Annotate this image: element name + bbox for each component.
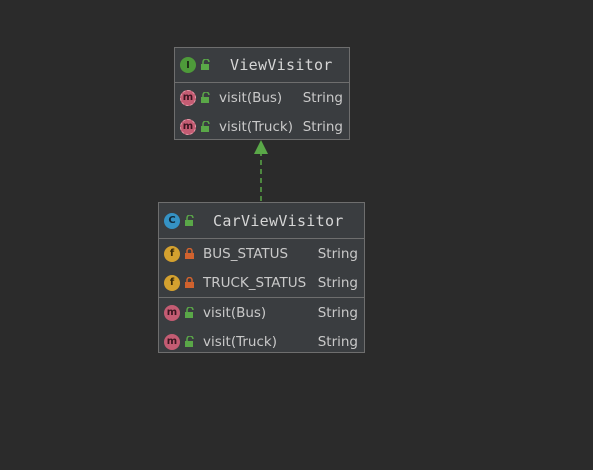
method-name: visit(Bus) (219, 89, 283, 106)
static-field-icon: f (164, 274, 180, 291)
method-row[interactable]: m visit(Bus) String (175, 83, 349, 112)
public-lock-icon (185, 335, 194, 347)
field-row[interactable]: f BUS_STATUS String (159, 239, 364, 268)
class-methods: m visit(Bus) String m visit(Truck) Strin… (159, 298, 364, 356)
private-lock-icon (185, 247, 194, 259)
class-fields: f BUS_STATUS String f TRUCK_STATUS Strin… (159, 239, 364, 298)
method-name: visit(Bus) (203, 304, 267, 321)
public-lock-icon (201, 91, 210, 103)
public-lock-icon (201, 59, 210, 70)
interface-icon: I (180, 57, 196, 73)
public-lock-icon (185, 214, 194, 226)
class-title: CarViewVisitor (213, 211, 344, 230)
static-field-icon: f (164, 245, 180, 262)
interface-viewvisitor-box[interactable]: I ViewVisitor m visit(Bus) String m visi… (174, 47, 350, 140)
private-lock-icon (185, 276, 194, 288)
method-row[interactable]: m visit(Bus) String (159, 298, 364, 327)
class-icon: C (164, 212, 180, 229)
class-carviewvisitor-box[interactable]: C CarViewVisitor f BUS_STATUS String f T… (158, 202, 365, 353)
interface-title: ViewVisitor (230, 56, 333, 74)
method-row[interactable]: m visit(Truck) String (159, 327, 364, 356)
method-name: visit(Truck) (203, 333, 277, 350)
method-return-type: String (317, 333, 358, 350)
public-lock-icon (185, 306, 194, 318)
implements-arrow-head (254, 140, 268, 154)
interface-methods: m visit(Bus) String m visit(Truck) Strin… (175, 83, 349, 141)
abstract-method-icon: m (180, 89, 196, 106)
field-name: TRUCK_STATUS (203, 274, 307, 291)
method-return-type: String (302, 89, 343, 106)
method-icon: m (164, 333, 180, 350)
method-return-type: String (302, 118, 343, 135)
field-row[interactable]: f TRUCK_STATUS String (159, 268, 364, 297)
class-header: C CarViewVisitor (159, 203, 364, 239)
interface-header: I ViewVisitor (175, 48, 349, 83)
method-return-type: String (317, 304, 358, 321)
field-name: BUS_STATUS (203, 245, 289, 262)
abstract-method-icon: m (180, 118, 196, 135)
method-row[interactable]: m visit(Truck) String (175, 112, 349, 141)
method-name: visit(Truck) (219, 118, 293, 135)
method-icon: m (164, 304, 180, 321)
field-type: String (317, 274, 358, 291)
field-type: String (317, 245, 358, 262)
public-lock-icon (201, 120, 210, 132)
